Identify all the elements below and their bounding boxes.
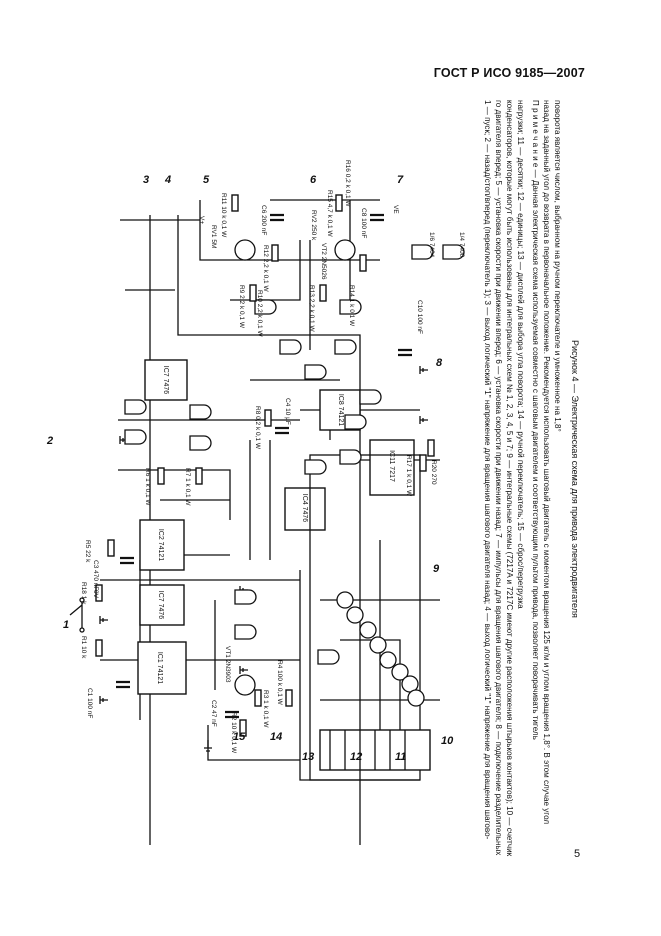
- callout-14: 14: [270, 731, 282, 743]
- callout-4: 4: [164, 174, 171, 186]
- label-c2: C2 47 nF: [210, 700, 217, 727]
- svg-text:IC11 7217: IC11 7217: [388, 450, 395, 482]
- label-supply: V+: [198, 216, 205, 224]
- page-number: 5: [574, 848, 581, 860]
- label-c1: C1 100 nF: [86, 688, 93, 718]
- callout-labels: 1 2 3 4 5 6 7 8 9 10 11 12 13 14 15: [46, 174, 454, 763]
- callout-1: 1: [63, 619, 69, 631]
- label-r17: R17 1 k 0,1 W: [405, 455, 412, 497]
- label-c3: C3 470 nF: [92, 560, 99, 590]
- logic-gates: [124, 244, 465, 665]
- page-header-standard: ГОСТ Р ИСО 9185—2007: [433, 66, 585, 80]
- callout-15: 15: [233, 731, 246, 743]
- svg-text:IC2 74121: IC2 74121: [157, 529, 164, 561]
- label-r10: R10 2,2 k 0,1 W: [256, 290, 263, 337]
- label-r15: R15 4,7 k 0,1 W: [326, 190, 333, 237]
- label-r14: R14 1 k 0,1 W: [348, 285, 355, 327]
- label-c4: C4 10 µF: [284, 398, 291, 425]
- label-r5: R5 22 k: [84, 540, 91, 563]
- resistors: [95, 194, 435, 737]
- label-r6: R6 1 k 0,1 W: [144, 468, 151, 506]
- label-r12: R12 2,2 k 0,1 W: [262, 245, 269, 292]
- ground-symbols: [99, 366, 428, 752]
- label-r4: R4 100 k 0,1 W: [276, 660, 283, 706]
- transistors: [234, 239, 356, 696]
- switch-1: [69, 597, 85, 633]
- label-gnd: 0V: [92, 590, 99, 599]
- callout-9: 9: [433, 563, 440, 575]
- label-r3: R3 1 k 0,1 W: [262, 690, 269, 728]
- label-vt1: VT1 2N3903: [224, 646, 231, 683]
- label-c10: C10 100 nF: [416, 300, 423, 334]
- callout-13: 13: [302, 751, 314, 763]
- ic-boxes: IC1 74121 IC2 74121 IC7 7476 IC7 7476 IC…: [137, 359, 421, 781]
- svg-text:IC8 74121: IC8 74121: [337, 394, 344, 426]
- label-r16: R16 0,2 k 0,1 W: [344, 160, 351, 207]
- callout-5: 5: [203, 174, 210, 186]
- label-vt2: VT2 2N5026: [320, 243, 327, 280]
- label-r18: R18 1 k: [80, 582, 87, 605]
- svg-text:IC7 7476: IC7 7476: [162, 366, 169, 395]
- svg-text:IC7 7476: IC7 7476: [157, 591, 164, 620]
- label-r8: R8 0,2 k 0,1 W: [254, 406, 261, 450]
- callout-12: 12: [350, 751, 362, 763]
- label-r13: R13 2,2 k 0,1 W: [308, 285, 315, 332]
- legend-gate-7400: 1/4 7400: [458, 232, 465, 258]
- label-c8: C8 100 nF: [360, 208, 367, 238]
- thumbwheel-switch: [319, 729, 431, 771]
- callout-6: 6: [310, 174, 317, 186]
- label-r2: R2 10 k 0,1 W: [230, 712, 237, 754]
- label-rv1: RV1 5M: [210, 225, 217, 248]
- label-r1: R1 10 k: [80, 636, 87, 659]
- callout-8: 8: [436, 357, 443, 369]
- legend-gate-7404: 1/6 7404: [428, 232, 435, 258]
- label-ve: VE: [392, 205, 399, 214]
- callout-3: 3: [143, 174, 149, 186]
- callout-10: 10: [441, 735, 454, 747]
- callout-2: 2: [46, 435, 53, 447]
- label-r7: R7 1 k 0,1 W: [184, 468, 191, 506]
- label-r11: R11 10 k 0,1 W: [220, 193, 227, 238]
- label-c6: C6 200 nF: [260, 205, 267, 235]
- callout-11: 11: [395, 751, 406, 763]
- label-r20: R20 270: [430, 460, 437, 485]
- svg-text:IC1 74121: IC1 74121: [156, 652, 163, 684]
- led-display-13: [336, 591, 425, 707]
- component-labels: R1 10 k R18 1 k C1 100 nF R5 22 k C3 470…: [80, 160, 465, 754]
- label-rv2: RV2 250 k: [310, 210, 317, 241]
- callout-7: 7: [397, 174, 404, 186]
- label-r9: R9 2,2 k 0,1 W: [238, 285, 245, 329]
- svg-text:IC4 7476: IC4 7476: [301, 494, 308, 523]
- capacitors: [116, 213, 412, 719]
